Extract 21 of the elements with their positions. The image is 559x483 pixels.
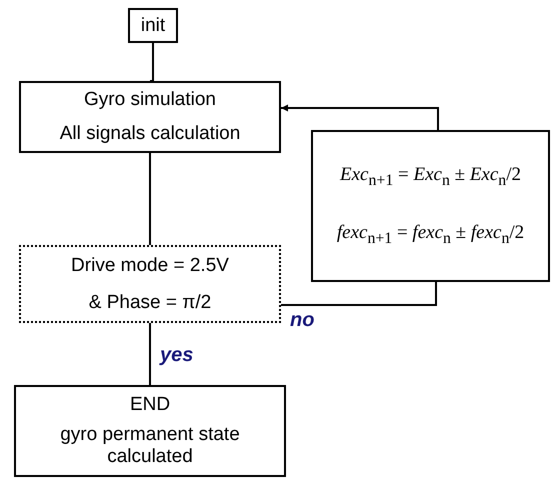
connector-line xyxy=(281,282,437,306)
start-box xyxy=(128,8,178,43)
formula-box xyxy=(311,130,550,282)
connector-line xyxy=(149,323,151,385)
connector-line xyxy=(150,43,154,82)
edge-label: yes xyxy=(160,345,194,365)
decision-box xyxy=(19,245,281,323)
box-text: END xyxy=(130,394,170,416)
edge-label: no xyxy=(290,310,314,330)
box-text: gyro permanent state calculated xyxy=(59,424,241,468)
arrow xyxy=(281,104,439,130)
box-text: init xyxy=(140,14,166,36)
box-text: Drive mode = 2.5V xyxy=(71,254,229,276)
box-text: Gyro simulation xyxy=(84,89,216,111)
end-box xyxy=(14,385,286,477)
box-text: & Phase = π/2 xyxy=(88,292,212,314)
formula-text: Exc$_{n+1}$ = Exc$_{n}$ ± Exc$_{n}$/2 xyxy=(340,164,521,190)
connector-line xyxy=(149,153,151,245)
formula-text: fexc$_{n+1}$ = fexc$_{n}$ ± fexc$_{n}$/2 xyxy=(336,222,524,248)
process-box xyxy=(19,81,281,153)
box-text: All signals calculation xyxy=(60,123,240,145)
